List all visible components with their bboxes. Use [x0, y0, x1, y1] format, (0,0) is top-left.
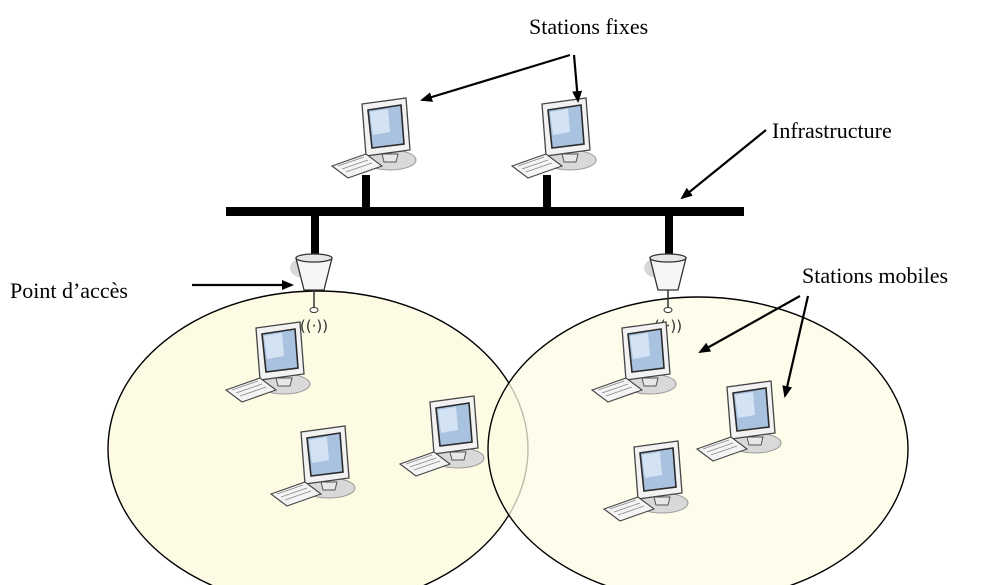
drop-ap-2	[665, 214, 673, 258]
label-infrastructure: Infrastructure	[772, 118, 892, 143]
label-access-point: Point d’accès	[10, 278, 128, 303]
drop-fixed-2	[543, 175, 551, 209]
drop-fixed-1	[362, 175, 370, 209]
fixed-station-computer-icon-1	[331, 97, 417, 179]
drop-ap-1	[311, 214, 319, 258]
radio-waves-icon-1: ((·))	[300, 317, 328, 335]
arrow-fixed-2	[572, 54, 583, 103]
arrow-infrastructure	[680, 129, 767, 200]
fixed-station-computer-icon-2	[511, 97, 597, 179]
infrastructure-bus	[226, 207, 744, 216]
arrow-mobile-1	[698, 295, 801, 353]
arrow-fixed-1	[420, 53, 571, 102]
cell-right	[487, 296, 909, 585]
label-fixed-stations: Stations fixes	[529, 14, 649, 39]
label-mobile-stations: Stations mobiles	[802, 263, 949, 288]
arrow-mobile-2	[782, 295, 810, 398]
